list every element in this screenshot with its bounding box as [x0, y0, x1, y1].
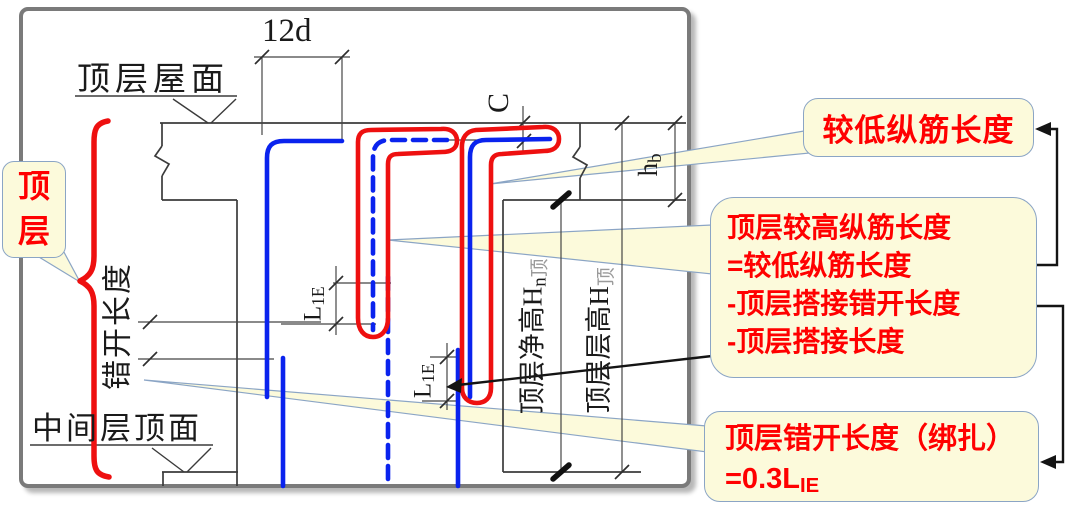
leader-lines [30, 95, 237, 473]
clear-height-sub-top: 顶 [529, 258, 551, 278]
tick [142, 314, 158, 330]
rebar-upper-middle-hook-dashed [370, 137, 450, 333]
higher-bar-callout: 顶层较高纵筋长度 =较低纵筋长度 -顶层搭接错开长度 -顶层搭接长度 [710, 197, 1037, 378]
clear-height-label: 顶层净高Hn顶 [511, 241, 552, 431]
clear-height-sub-n: n [529, 277, 551, 287]
top-floor-char2: 层 [17, 213, 50, 249]
tick [614, 464, 630, 480]
lap-length-label-2: L1E [409, 347, 439, 415]
highlight-loop-right-hook [459, 124, 562, 406]
heavy-tick [550, 462, 572, 482]
structure-lines [153, 122, 686, 486]
dim-lap2-line [422, 343, 456, 410]
tick [667, 192, 683, 208]
midfloor-label-arrow-icon [151, 447, 212, 473]
mid-floor-line-left [162, 471, 238, 486]
tick [667, 115, 683, 131]
lap-sub: 1E [417, 363, 438, 383]
tick [254, 49, 270, 65]
dim-stagger-lines [138, 321, 321, 360]
tick [328, 275, 344, 291]
rebar-upper-right-hook [467, 136, 553, 400]
lap-main: L [409, 382, 437, 399]
rebar-upper-left-hook [264, 138, 345, 400]
stagger-length-callout: 顶层错开长度（绑扎） =0.3LIE [704, 411, 1039, 502]
left-wall-break-icon [153, 145, 171, 177]
lower-bar-callout-text: 较低纵筋长度 [822, 113, 1015, 148]
tick [334, 49, 350, 65]
tick [328, 316, 344, 332]
heavy-ticks [550, 190, 572, 482]
topfloor-brace [77, 118, 112, 480]
stagger-length-label: 错开长度 [101, 262, 135, 390]
stagger-formula-main: =0.3L [725, 463, 800, 495]
arrowhead-left-icon [1035, 122, 1051, 136]
stagger-formula-sub: IE [799, 475, 820, 498]
stagger-callout-line1: 顶层错开长度（绑扎） [725, 423, 1016, 455]
heavy-tick [550, 190, 572, 210]
highlight-loop-middle-hook [355, 126, 460, 340]
clear-height-main: 顶层净高H [517, 286, 548, 415]
top-floor-char1: 顶 [17, 168, 50, 204]
tick [439, 349, 455, 365]
mid-floor-level-label: 中间层顶面 [32, 411, 202, 446]
tick [439, 393, 455, 409]
roof-level-label: 顶层屋面 [77, 62, 229, 98]
higher-bar-line3: -顶层搭接错开长度 [727, 288, 961, 319]
right-edge-break-icon [571, 146, 589, 179]
lower-bar-callout: 较低纵筋长度 [803, 98, 1034, 157]
lap-main: L [299, 305, 327, 322]
hb-main: h [633, 162, 664, 177]
stagger-callout-line2: =0.3LIE [725, 459, 1038, 506]
arrowhead-left-icon [1040, 455, 1056, 469]
dim-c-label: C [482, 93, 515, 114]
lap-length-label-1: L1E [299, 270, 329, 338]
dim-12d-label: 12d [262, 13, 312, 49]
red-highlights [77, 118, 562, 480]
rebars [264, 136, 553, 489]
storey-height-main: 顶层层高H [584, 286, 615, 414]
tick [142, 351, 158, 367]
arrow-lap-length [457, 354, 713, 387]
storey-height-label: 顶层层高H顶 [577, 248, 618, 433]
higher-bar-line2: =较低纵筋长度 [727, 250, 912, 281]
dim-hb-label: hb [633, 144, 667, 186]
top-floor-bubble: 顶 层 [2, 161, 66, 258]
arrowhead-left-icon [446, 378, 462, 393]
roof-label-arrow-icon [172, 98, 237, 124]
lap-sub: 1E [307, 286, 328, 306]
dim-12d-line [254, 56, 350, 139]
tick [614, 115, 630, 131]
higher-bar-line1: 顶层较高纵筋长度 [727, 212, 952, 243]
storey-height-sub-top: 顶 [595, 267, 617, 287]
dimension-lines [138, 56, 676, 472]
hb-sub: b [644, 153, 666, 163]
higher-bar-line4: -顶层搭接长度 [727, 326, 905, 357]
